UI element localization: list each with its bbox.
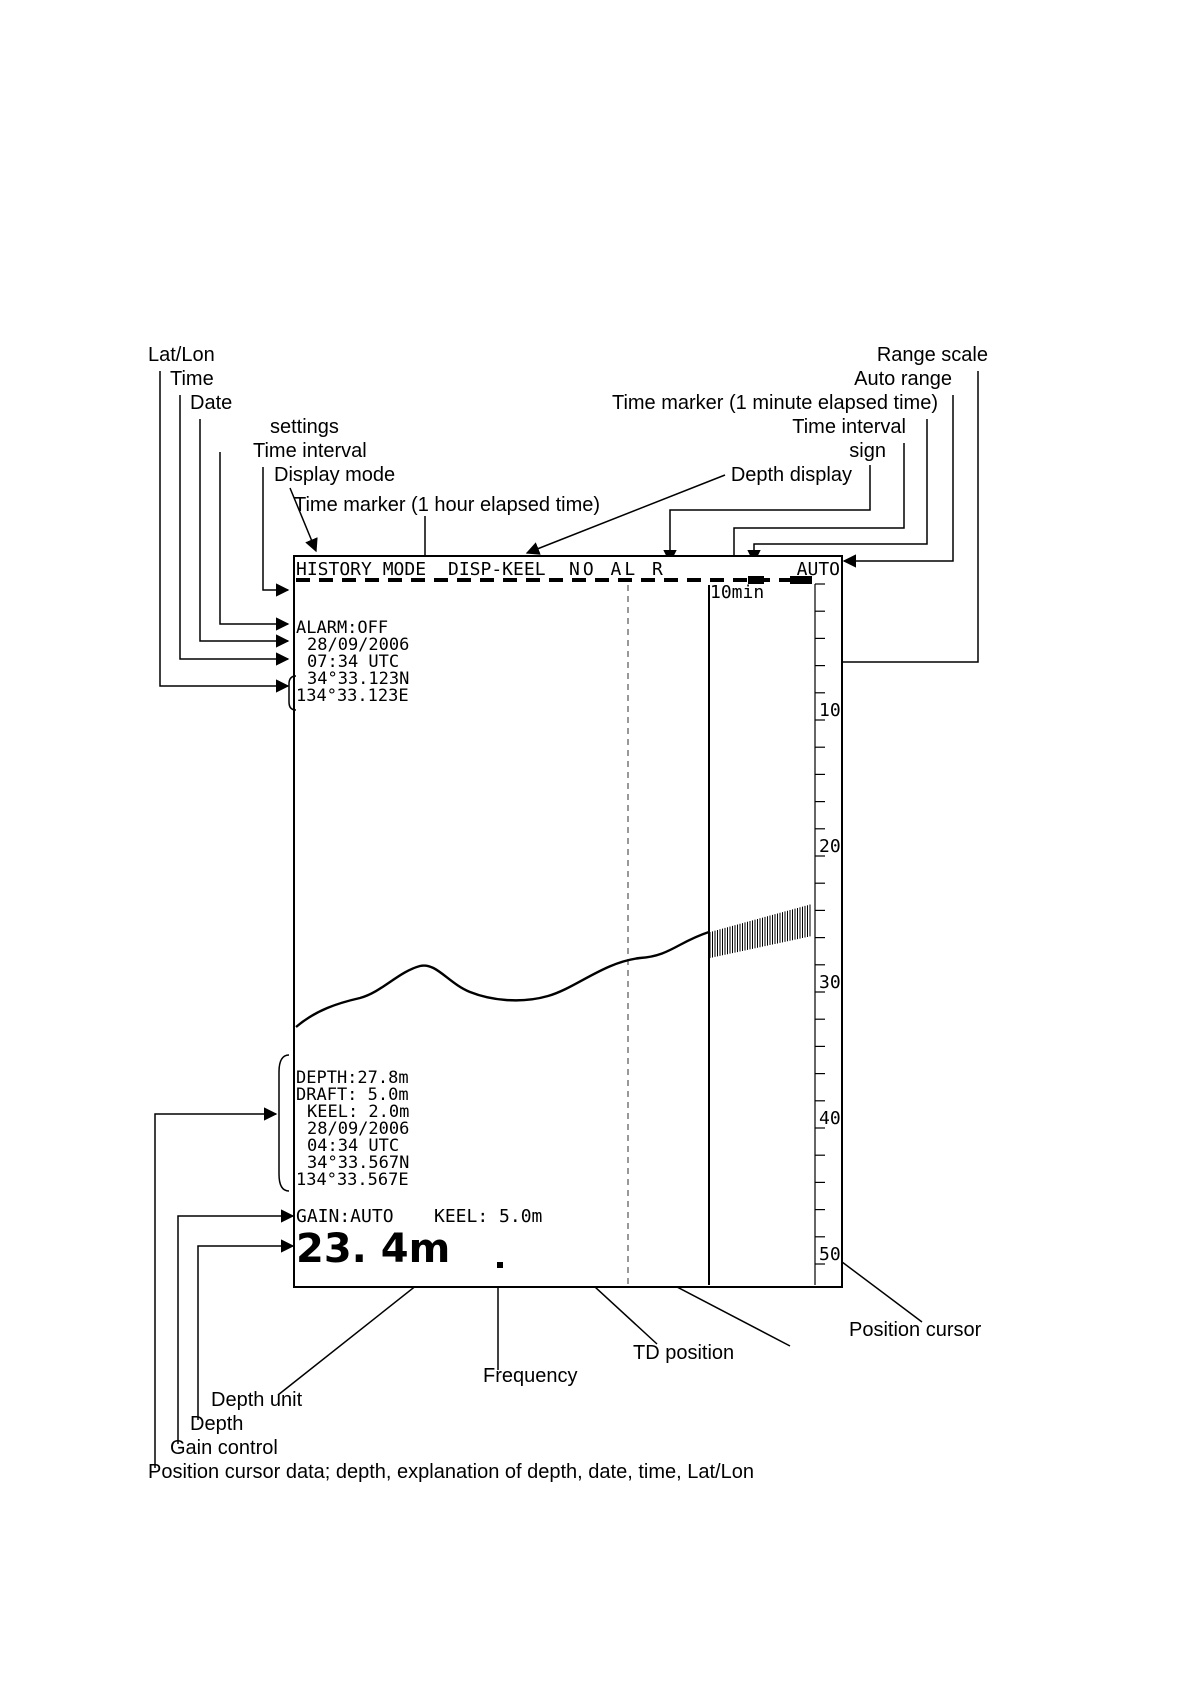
right-leaders [525, 371, 979, 669]
label-frequency: Frequency [483, 1365, 578, 1387]
label-depth-display: Depth display [731, 464, 852, 486]
label-time-interval-sign-line1: Time interval [792, 416, 906, 438]
cursor-data-bracket [278, 1054, 290, 1192]
recent-echo-hatch [709, 904, 811, 958]
label-time-marker-minute: Time marker (1 minute elapsed time) [612, 392, 938, 414]
cursor-date: 28/09/2006 [307, 1119, 409, 1139]
label-time-interval-sign-line2: sign [849, 440, 886, 462]
keel-offset-readout: KEEL: 5.0m [434, 1206, 542, 1227]
label-depth-unit: Depth unit [211, 1389, 303, 1411]
header-disp: DISP-KEEL [448, 559, 546, 580]
status-lon: 134°33.123E [296, 686, 409, 706]
header-mode: HISTORY MODE [296, 559, 426, 580]
time-interval-sign-bar [748, 576, 764, 584]
cursor-keel: KEEL: 2.0m [307, 1102, 409, 1122]
status-time: 07:34 UTC [307, 652, 399, 672]
cursor-time: 04:34 UTC [307, 1136, 399, 1156]
status-lat: 34°33.123N [307, 669, 409, 689]
label-gain-control: Gain control [170, 1437, 278, 1459]
label-date: Date [190, 392, 232, 414]
label-auto-range: Auto range [854, 368, 952, 390]
cursor-lon: 134°33.567E [296, 1170, 409, 1190]
seabed-echo-trace [295, 930, 710, 1028]
status-alarm: ALARM:OFF [296, 618, 388, 638]
cursor-draft: DRAFT: 5.0m [296, 1085, 409, 1105]
label-settings: settings [270, 416, 339, 438]
cursor-depth: DEPTH:27.8m [296, 1068, 409, 1088]
label-time-marker-hour: Time marker (1 hour elapsed time) [294, 494, 600, 516]
label-td-position: TD position [633, 1342, 734, 1364]
header-alarm-flag: NO AL R [569, 559, 666, 580]
status-latlon-bracket [288, 675, 297, 711]
time-marker-minute-bar [790, 576, 812, 584]
label-depth: Depth [190, 1413, 243, 1435]
range-scale-label: 10 [819, 700, 841, 721]
status-date: 28/09/2006 [307, 635, 409, 655]
frequency-indicator [497, 1262, 503, 1268]
gain-readout: GAIN:AUTO [296, 1206, 394, 1227]
range-scale-label: 20 [819, 836, 841, 857]
range-scale-label: 30 [819, 972, 841, 993]
depth-readout: 23. 4m [296, 1226, 450, 1272]
range-scale-label: 40 [819, 1108, 841, 1129]
label-display-mode: Display mode [274, 464, 395, 486]
label-range-scale: Range scale [877, 344, 988, 366]
label-position-cursor: Position cursor [849, 1319, 982, 1341]
label-position-cursor-data: Position cursor data; depth, explanation… [148, 1461, 754, 1483]
range-scale-label: 50 [819, 1244, 841, 1265]
label-time: Time [170, 368, 214, 390]
display-frame [293, 555, 843, 1288]
interval-label: 10min [710, 582, 764, 603]
header-range: AUTO [797, 559, 840, 580]
range-scale: 10 20 30 40 50 [814, 583, 841, 1285]
cursor-lat: 34°33.567N [307, 1153, 409, 1173]
label-time-interval: Time interval [253, 440, 367, 462]
label-lat-lon: Lat/Lon [148, 344, 215, 366]
